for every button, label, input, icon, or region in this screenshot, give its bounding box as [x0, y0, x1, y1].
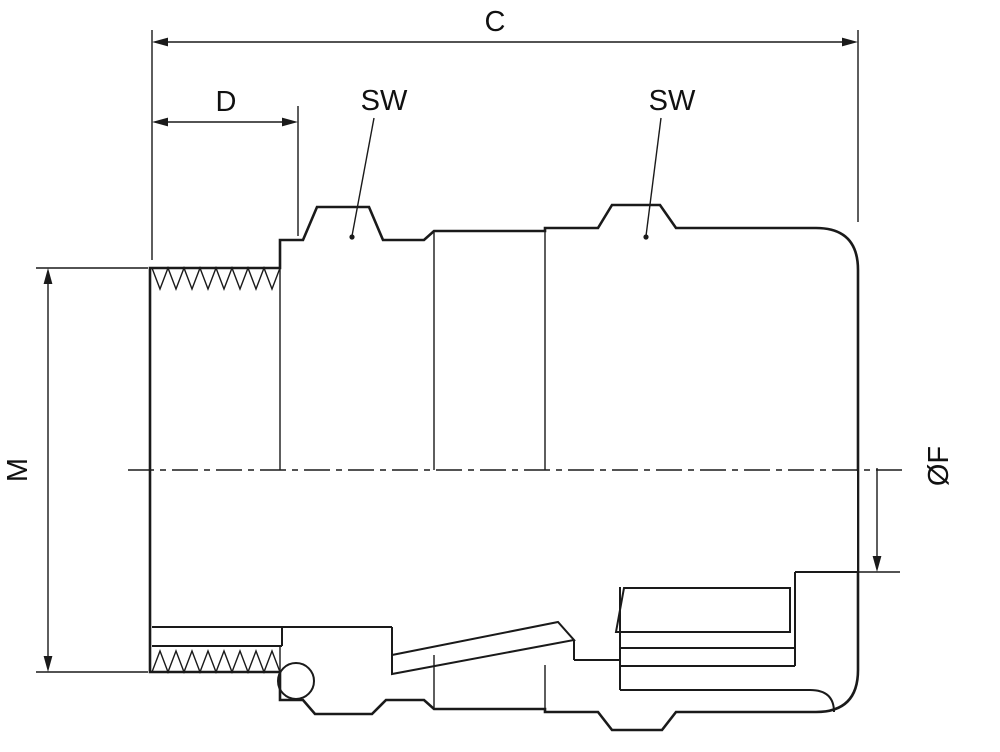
dimension-d-label: D	[216, 86, 237, 118]
internal-section-lines	[152, 571, 857, 713]
dimension-f-label: ØF	[923, 446, 955, 486]
callout-sw-left: SW	[349, 85, 408, 240]
dimension-c-label: C	[485, 6, 506, 38]
sw-left-leader	[351, 117, 375, 237]
arrow-top	[43, 268, 53, 284]
cap-inner-bottom	[620, 689, 835, 713]
thread-zigzag-bottom	[151, 649, 281, 674]
arrow-left	[152, 117, 168, 127]
arrow-left	[152, 37, 168, 47]
dimension-d: D	[152, 86, 299, 236]
clamp-step-lines	[391, 627, 620, 674]
o-ring	[277, 662, 315, 700]
callout-sw-right: SW	[643, 85, 696, 240]
cap-inner-steps	[620, 572, 796, 667]
sw-right-label: SW	[649, 85, 696, 117]
face-edges-top	[279, 228, 546, 470]
seal-insert	[614, 587, 791, 633]
bore-cavity	[152, 471, 857, 654]
arrow-right	[282, 117, 298, 127]
arrow-bottom	[43, 656, 53, 672]
thread-zigzag-top	[151, 266, 281, 291]
dimension-c: C	[151, 6, 859, 260]
gland-body	[148, 203, 860, 732]
arrow-down	[872, 556, 882, 572]
dimension-m: M	[2, 267, 148, 673]
sw-left-label: SW	[361, 85, 408, 117]
face-edges-bottom	[279, 646, 546, 712]
left-counterbore-line	[152, 627, 283, 647]
dimension-f: ØF	[857, 446, 955, 573]
arrow-right	[842, 37, 858, 47]
sw-right-leader	[645, 117, 662, 237]
sw-left-leader-dot	[349, 234, 355, 240]
sw-right-leader-dot	[643, 234, 649, 240]
dimension-m-label: M	[2, 458, 34, 482]
